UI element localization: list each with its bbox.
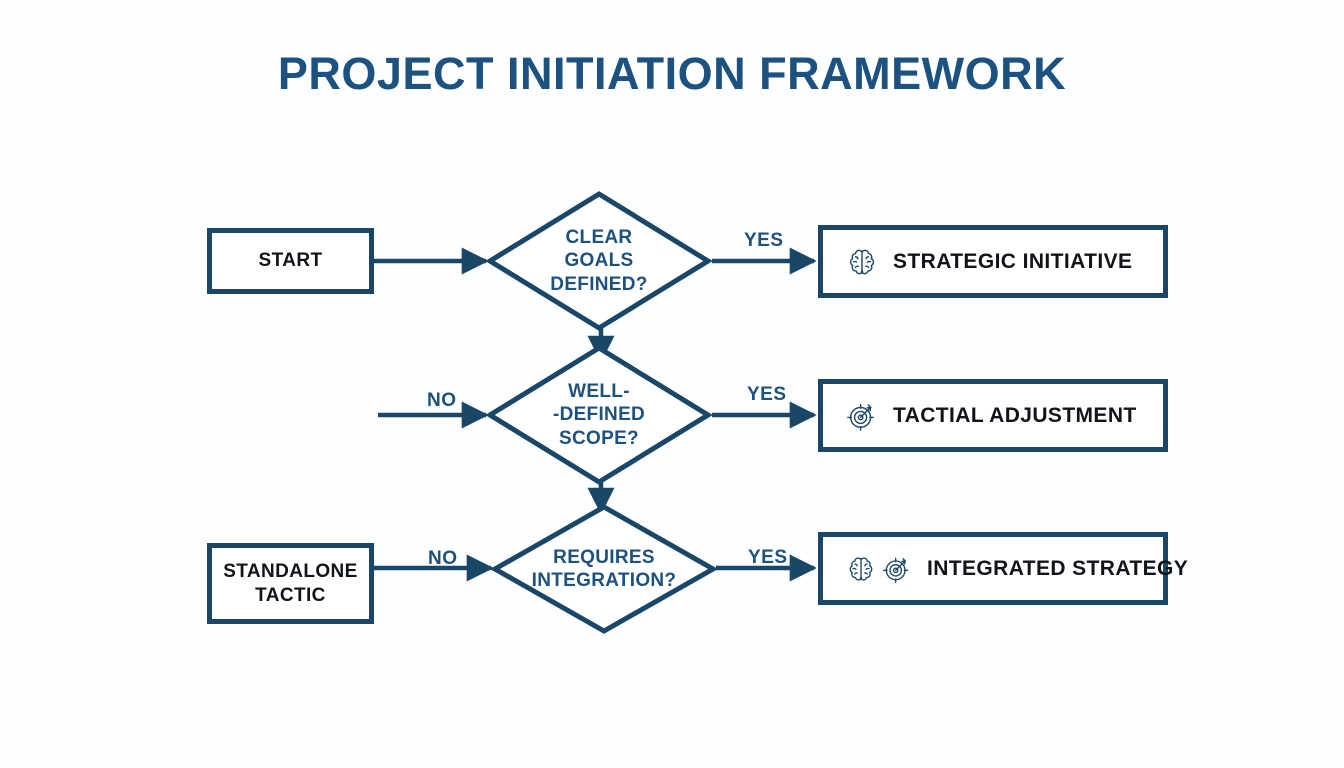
node-standalone-tactic-line1: STANDALONE: [223, 560, 358, 582]
edge-label-integration-yes: YES: [748, 547, 788, 568]
node-result-tactial-adjustment[interactable]: TACTIAL ADJUSTMENT: [818, 379, 1168, 452]
node-standalone-tactic[interactable]: STANDALONE TACTIC: [207, 543, 374, 624]
node-result-integrated-strategy[interactable]: INTEGRATED STRATEGY: [818, 532, 1188, 605]
node-result-strategic-initiative-label: STRATEGIC INITIATIVE: [893, 249, 1133, 273]
edge-label-goals-yes: YES: [744, 230, 784, 251]
edge-label-scope-no: NO: [427, 390, 457, 411]
node-start-label: START: [258, 250, 323, 272]
node-result-strategic-initiative[interactable]: STRATEGIC INITIATIVE: [818, 225, 1168, 298]
result-strategic-icons: [845, 245, 879, 279]
node-decision-well-defined-scope[interactable]: WELL- -DEFINED SCOPE?: [486, 344, 712, 486]
brain-icon: [849, 556, 873, 581]
page-title: PROJECT INITIATION FRAMEWORK: [277, 48, 1067, 99]
target-icon: [847, 403, 875, 431]
node-decision-requires-integration[interactable]: REQUIRES INTEGRATION?: [491, 503, 717, 635]
target-icon: [883, 557, 909, 583]
node-decision-clear-goals[interactable]: CLEAR GOALS DEFINED?: [486, 190, 712, 332]
node-result-integrated-strategy-label: INTEGRATED STRATEGY: [927, 556, 1189, 580]
node-result-tactial-adjustment-label: TACTIAL ADJUSTMENT: [893, 403, 1137, 427]
node-start[interactable]: START: [207, 228, 374, 294]
edge-label-scope-yes: YES: [747, 384, 787, 405]
node-standalone-tactic-label: STANDALONE TACTIC: [223, 560, 358, 608]
edge-label-tactic-no: NO: [428, 548, 458, 569]
result-tactial-icons: [845, 399, 879, 433]
brain-icon: [849, 249, 875, 274]
node-standalone-tactic-line2: TACTIC: [255, 584, 326, 606]
result-integrated-icons: [845, 553, 913, 585]
